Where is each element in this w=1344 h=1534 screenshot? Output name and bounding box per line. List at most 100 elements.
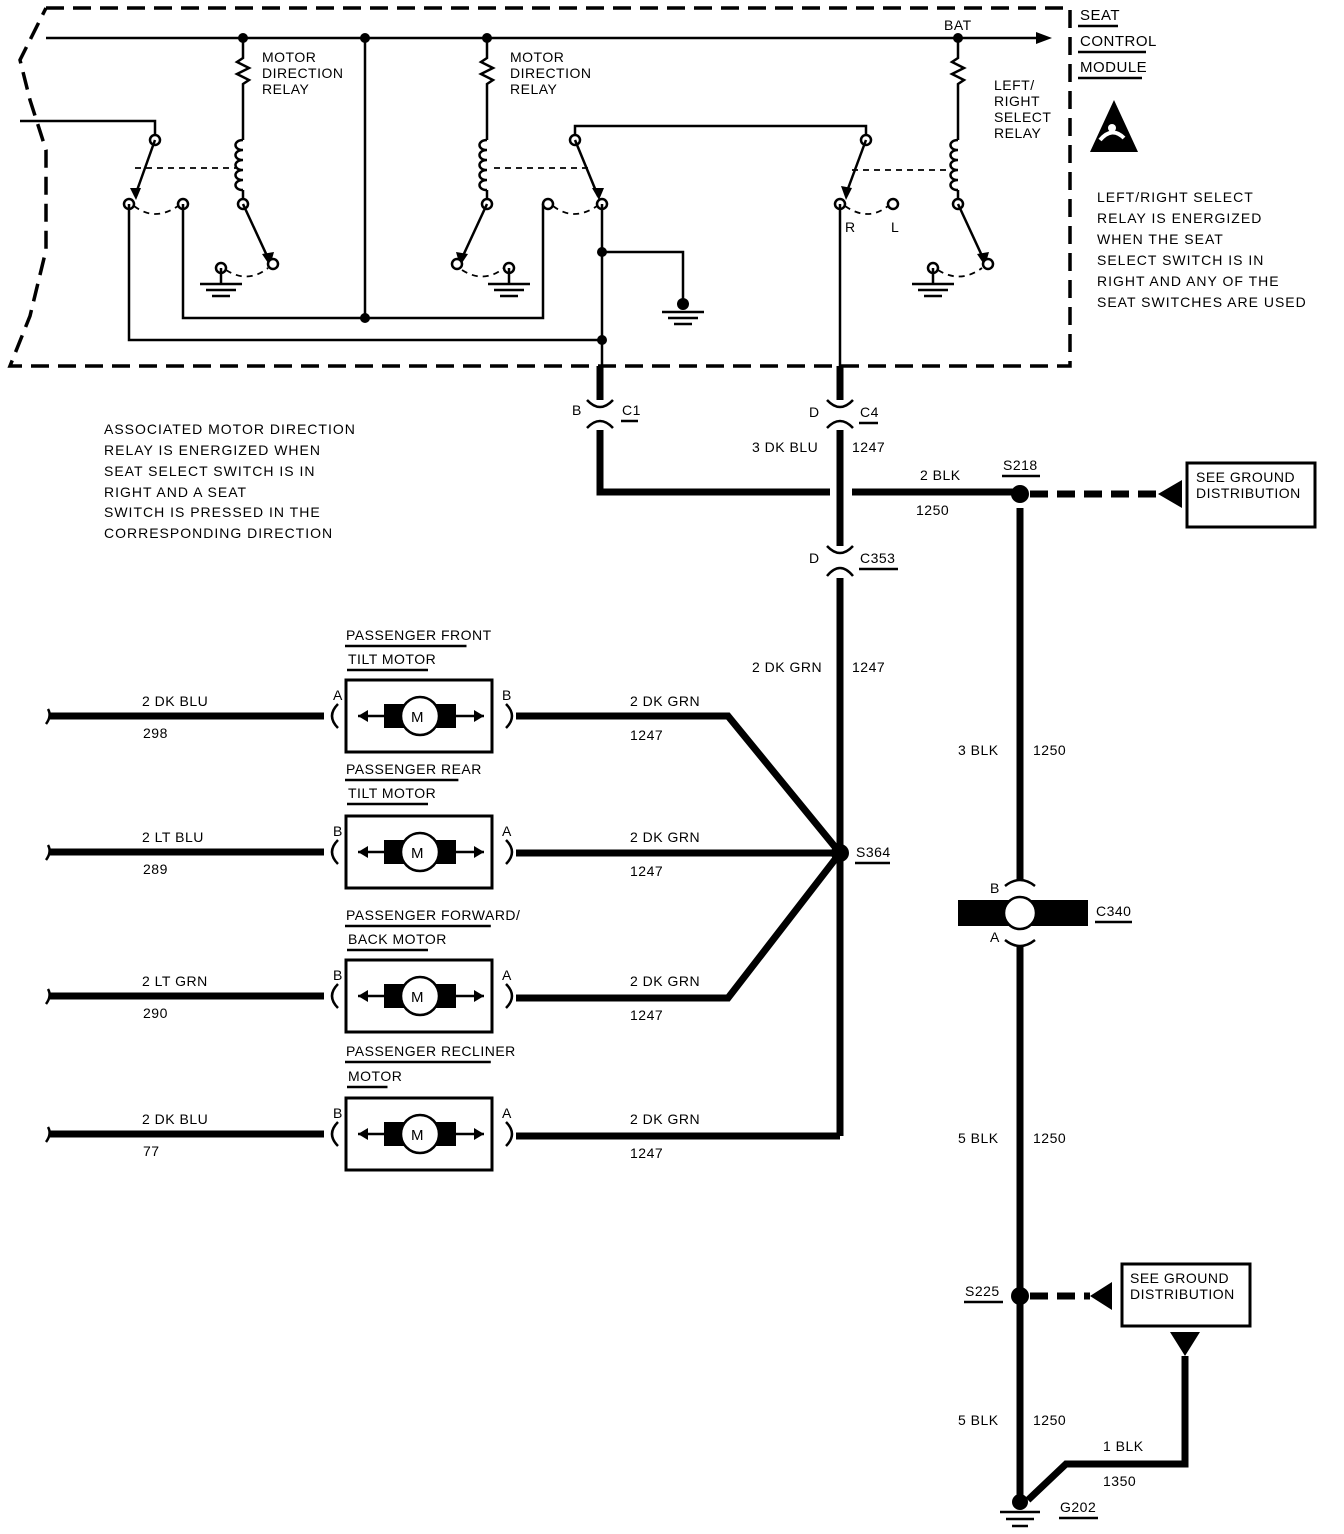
- relay3-label: RIGHT: [994, 93, 1040, 109]
- motor-right-wire-circuit: 1247: [630, 1007, 663, 1023]
- motor-1: M A B PASSENGER FRONT TILT MOTOR 2 DK BLU 298 2…: [44, 627, 700, 754]
- motor-right-pin: A: [502, 967, 512, 983]
- connector-c4: D C4 3 DK BLU 1247: [752, 366, 885, 546]
- relay-note-line: CORRESPONDING DIRECTION: [104, 525, 333, 541]
- s218-label: S218: [1003, 457, 1038, 473]
- relay3-label: LEFT/: [994, 77, 1035, 93]
- relay3-label: RELAY: [994, 125, 1042, 141]
- relay-note-line: RELAY IS ENERGIZED WHEN: [104, 442, 321, 458]
- motor-right-pin: A: [502, 823, 512, 839]
- motor-right-wire-circuit: 1247: [630, 727, 663, 743]
- ground-reference-box-2: [1120, 1262, 1252, 1328]
- relay3-label: SELECT: [994, 109, 1051, 125]
- motor-feeds: [516, 712, 843, 1140]
- right-low-color: 5 BLK: [958, 1412, 999, 1428]
- side-note-line: RIGHT AND ANY OF THE: [1097, 273, 1280, 289]
- motor-left-wire-color: 2 DK BLU: [142, 693, 208, 709]
- motor-left-wire-circuit: 289: [143, 861, 168, 877]
- module-name-line3: MODULE: [1080, 59, 1147, 76]
- motor-symbol: M: [411, 709, 424, 726]
- ground-ref-1: DISTRIBUTION: [1196, 485, 1301, 501]
- relay1-label: MOTOR: [262, 49, 316, 65]
- c4-pin: D: [809, 404, 820, 420]
- ground-ref-2: DISTRIBUTION: [1130, 1286, 1235, 1302]
- blk-top-circuit: 1250: [916, 502, 949, 518]
- side-note-line: RELAY IS ENERGIZED: [1097, 210, 1262, 226]
- ground-ref-1: SEE GROUND: [1196, 469, 1295, 485]
- s225-label: S225: [965, 1283, 1000, 1299]
- module-name-line1: SEAT: [1080, 7, 1120, 24]
- g202-label: G202: [1060, 1499, 1096, 1515]
- motor-name-1: PASSENGER FRONT: [346, 627, 492, 643]
- side-note-line: SEAT SWITCHES ARE USED: [1097, 294, 1307, 310]
- c1-name: C1: [622, 402, 641, 418]
- motor-name-2: TILT MOTOR: [348, 651, 436, 667]
- motor-icon: [399, 831, 441, 873]
- motor-name-2: MOTOR: [348, 1068, 402, 1084]
- motor-left-wire-color: 2 LT BLU: [142, 829, 204, 845]
- select-l-label: L: [891, 219, 899, 235]
- bat-label: BAT: [944, 17, 972, 33]
- motor-left-wire-circuit: 290: [143, 1005, 168, 1021]
- c353-pin: D: [809, 550, 820, 566]
- ground-wire-1250-top: 2 BLK 1250 S218 SEE GROUND DISTRIBUTION: [852, 457, 1317, 529]
- relay2-label: DIRECTION: [510, 65, 592, 81]
- side-note-line: WHEN THE SEAT: [1097, 231, 1224, 247]
- relay-note: ASSOCIATED MOTOR DIRECTION RELAY IS ENER…: [104, 421, 356, 541]
- motor-name-1: PASSENGER REAR: [346, 761, 482, 777]
- g-wire-circuit: 1350: [1103, 1473, 1136, 1489]
- right-upper-color: 3 BLK: [958, 742, 999, 758]
- motor-left-wire-color: 2 DK BLU: [142, 1111, 208, 1127]
- c4-name: C4: [860, 404, 879, 420]
- motor-icon: [399, 975, 441, 1017]
- ground-reference-box-1: [1185, 461, 1317, 529]
- right-mid-color: 5 BLK: [958, 1130, 999, 1146]
- c340-pin-b: B: [990, 880, 1000, 896]
- relay-note-line: SEAT SELECT SWITCH IS IN: [104, 463, 315, 479]
- connector-c1: B C1: [572, 366, 830, 496]
- motor-direction-relay-1: MOTOR DIRECTION RELAY: [20, 38, 598, 342]
- right-low-circuit: 1250: [1033, 1412, 1066, 1428]
- motor-right-wire-color: 2 DK GRN: [630, 693, 700, 709]
- g-wire-color: 1 BLK: [1103, 1438, 1144, 1454]
- c4-wire-circuit: 1247: [852, 439, 885, 455]
- c1-pin: B: [572, 402, 582, 418]
- motor-name-2: BACK MOTOR: [348, 931, 447, 947]
- left-right-select-relay: LEFT/ RIGHT SELECT RELAY R L: [833, 38, 1051, 366]
- motor-left-wire-color: 2 LT GRN: [142, 973, 208, 989]
- ground-trunk: 3 BLK 1250 B A C340 5 BLK 1250 S225 SEE …: [958, 508, 1252, 1528]
- c353-wire-color: 2 DK GRN: [752, 659, 822, 675]
- motor-right-wire-circuit: 1247: [630, 1145, 663, 1161]
- motor-right-wire-color: 2 DK GRN: [630, 829, 700, 845]
- right-mid-circuit: 1250: [1033, 1130, 1066, 1146]
- motor-direction-relay-2: MOTOR DIRECTION RELAY: [450, 38, 868, 366]
- motor-name-2: TILT MOTOR: [348, 785, 436, 801]
- relay-note-line: ASSOCIATED MOTOR DIRECTION: [104, 421, 356, 437]
- side-note-line: SELECT SWITCH IS IN: [1097, 252, 1264, 268]
- motor-name-1: PASSENGER RECLINER: [346, 1043, 516, 1059]
- module-name-line2: CONTROL: [1080, 33, 1157, 50]
- module-side-note: LEFT/RIGHT SELECT RELAY IS ENERGIZED WHE…: [1097, 189, 1307, 310]
- motor-left-wire-circuit: 298: [143, 725, 168, 741]
- motor-right-wire-color: 2 DK GRN: [630, 973, 700, 989]
- motor-right-wire-color: 2 DK GRN: [630, 1111, 700, 1127]
- c353-wire-circuit: 1247: [852, 659, 885, 675]
- motor-name-1: PASSENGER FORWARD/: [346, 907, 520, 923]
- motor-symbol: M: [411, 989, 424, 1006]
- c340-name: C340: [1096, 903, 1131, 919]
- relay2-label: RELAY: [510, 81, 558, 97]
- motor-symbol: M: [411, 1127, 424, 1144]
- c4-wire-color: 3 DK BLU: [752, 439, 818, 455]
- motor-left-wire-circuit: 77: [143, 1143, 160, 1159]
- motor-right-pin: A: [502, 1105, 512, 1121]
- motor-icon: [399, 695, 441, 737]
- ground-ref-2: SEE GROUND: [1130, 1270, 1229, 1286]
- motor-right-pin: B: [502, 687, 512, 703]
- relay-note-line: SWITCH IS PRESSED IN THE: [104, 504, 321, 520]
- motor-left-pin: A: [333, 687, 343, 703]
- select-r-label: R: [845, 219, 856, 235]
